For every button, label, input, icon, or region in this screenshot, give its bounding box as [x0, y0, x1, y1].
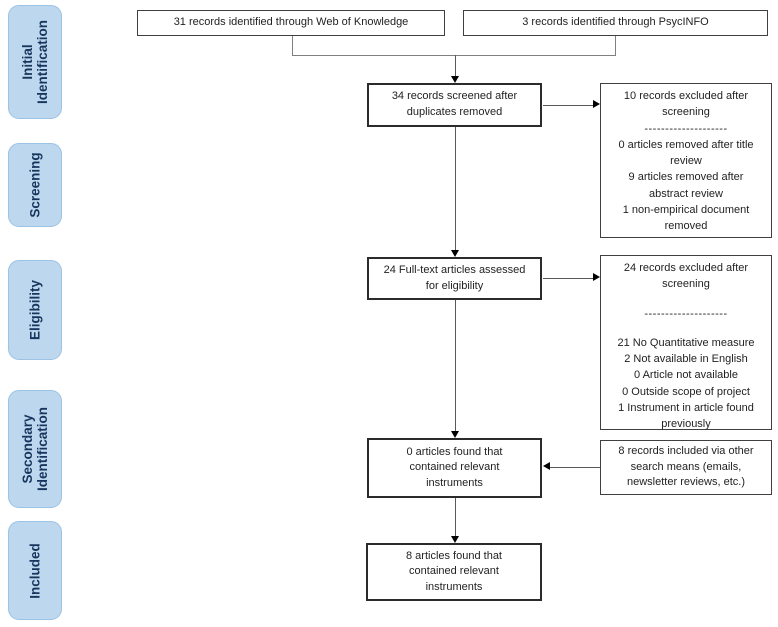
dashed-separator: --------------------	[644, 307, 728, 320]
box-text: 8 records included via other search mean…	[618, 445, 754, 489]
box-screened: 34 records screened after duplicates rem…	[367, 83, 542, 127]
stage-label: Secondary Identification	[19, 407, 50, 491]
connector-wok-stub	[292, 36, 293, 55]
stage-screening: Screening	[8, 143, 62, 227]
stage-label: Screening	[27, 152, 43, 218]
excluded-item: 0 Article not available	[634, 369, 738, 382]
box-fulltext: 24 Full-text articles assessed for eligi…	[367, 257, 542, 300]
box-text: 3 records identified through PsycINFO	[522, 16, 709, 29]
excluded-item: 0 Outside scope of project	[622, 385, 750, 398]
box-zero-articles: 0 articles found that contained relevant…	[367, 438, 542, 498]
box-web-of-knowledge: 31 records identified through Web of Kno…	[137, 10, 445, 36]
arrowhead-right	[593, 100, 600, 108]
box-excluded-screening: 10 records excluded after screening ----…	[600, 83, 772, 238]
arrowhead-down	[451, 76, 459, 83]
connector-screened-to-excluded	[543, 105, 593, 106]
stage-label: Eligibility	[27, 279, 43, 341]
arrowhead-left	[543, 462, 550, 470]
excluded-item: 21 No Quantitative measure	[617, 336, 755, 349]
arrowhead-down	[451, 431, 459, 438]
stage-label: Included	[27, 542, 43, 599]
box-psycinfo: 3 records identified through PsycINFO	[463, 10, 768, 36]
arrowhead-down	[451, 536, 459, 543]
connector-merge-line	[292, 55, 616, 56]
arrowhead-down	[451, 250, 459, 257]
box-other-sources: 8 records included via other search mean…	[600, 440, 772, 495]
dashed-separator: --------------------	[644, 122, 728, 135]
excluded-item: 2 Not available in English	[624, 353, 748, 366]
connector-to-eight-articles	[455, 498, 456, 536]
stage-secondary-identification: Secondary Identification	[8, 390, 62, 508]
excluded-item: 9 articles removed after abstract review	[628, 171, 744, 200]
connector-to-fulltext	[455, 127, 456, 250]
arrowhead-right	[593, 273, 600, 281]
excluded-item: 1 Instrument in article found previously	[618, 401, 754, 431]
excluded-title: 10 records excluded after screening	[623, 90, 749, 119]
stage-initial-identification: Initial Identification	[8, 5, 62, 119]
box-excluded-eligibility: 24 records excluded after screening ----…	[600, 255, 772, 430]
stage-eligibility: Eligibility	[8, 260, 62, 360]
stage-label: Initial Identification	[19, 20, 50, 104]
box-eight-articles: 8 articles found that contained relevant…	[366, 543, 542, 601]
box-text: 31 records identified through Web of Kno…	[173, 16, 409, 29]
excluded-item: 0 articles removed after title review	[618, 138, 754, 168]
connector-to-screened	[455, 55, 456, 77]
connector-psycinfo-stub	[615, 36, 616, 55]
box-text: 8 articles found that contained relevant…	[405, 549, 502, 593]
connector-fulltext-to-excluded	[543, 278, 593, 279]
connector-to-zero-articles	[455, 300, 456, 431]
connector-other-sources-to-zero	[550, 467, 600, 468]
excluded-title: 24 records excluded after screening	[623, 262, 749, 291]
box-text: 0 articles found that contained relevant…	[406, 445, 503, 489]
box-text: 34 records screened after duplicates rem…	[391, 90, 518, 118]
excluded-item: 1 non-empirical document removed	[622, 203, 750, 233]
box-text: 24 Full-text articles assessed for eligi…	[383, 263, 526, 292]
stage-included: Included	[8, 521, 62, 620]
